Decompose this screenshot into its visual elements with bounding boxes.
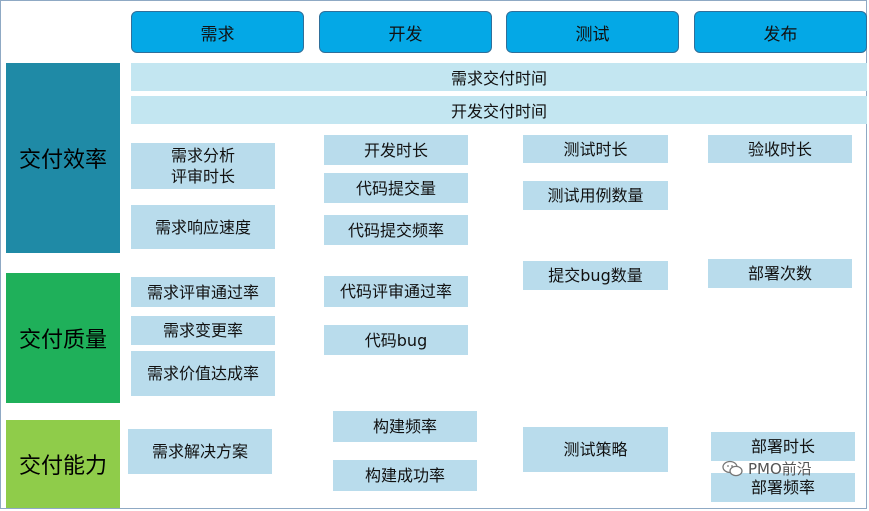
metric-build-frequency: 构建频率 <box>333 411 477 442</box>
metric-requirement-review-pass-rate: 需求评审通过率 <box>131 277 275 307</box>
metric-line-1: 需求分析 <box>170 146 235 165</box>
metric-deployment-frequency: 部署频率 <box>711 473 855 502</box>
metric-submitted-bug-count: 提交bug数量 <box>523 261 668 290</box>
metric-requirement-change-rate: 需求变更率 <box>131 316 275 345</box>
wechat-icon <box>722 460 743 476</box>
metric-requirement-response-speed: 需求响应速度 <box>131 205 275 249</box>
metric-code-commit-frequency: 代码提交频率 <box>324 215 468 245</box>
metric-code-review-pass-rate: 代码评审通过率 <box>324 276 468 307</box>
metric-test-strategy: 测试策略 <box>523 427 668 472</box>
phase-development: 开发 <box>319 11 492 53</box>
watermark: PMO前沿 <box>722 458 812 479</box>
metric-test-duration: 测试时长 <box>523 135 668 163</box>
metric-code-bug: 代码bug <box>324 325 468 355</box>
metric-deployment-count: 部署次数 <box>708 259 852 288</box>
metric-code-commit-volume: 代码提交量 <box>324 173 468 203</box>
metric-build-success-rate: 构建成功率 <box>333 460 477 491</box>
phase-release: 发布 <box>694 11 867 53</box>
metric-test-case-count: 测试用例数量 <box>523 181 668 210</box>
metric-requirement-solution: 需求解决方案 <box>128 429 272 474</box>
category-delivery-efficiency: 交付效率 <box>6 63 120 253</box>
category-delivery-quality: 交付质量 <box>6 273 120 403</box>
phase-testing: 测试 <box>506 11 679 53</box>
metric-deployment-duration: 部署时长 <box>711 432 855 461</box>
bar-requirement-delivery-time: 需求交付时间 <box>131 63 867 91</box>
phase-requirement: 需求 <box>131 11 304 53</box>
bar-development-delivery-time: 开发交付时间 <box>131 96 867 124</box>
metric-acceptance-duration: 验收时长 <box>708 135 852 163</box>
watermark-text: PMO前沿 <box>748 460 812 478</box>
metric-requirement-analysis-review-duration: 需求分析 评审时长 <box>131 143 275 189</box>
metric-development-duration: 开发时长 <box>324 135 468 165</box>
metric-line-2: 评审时长 <box>170 167 235 186</box>
metric-requirement-value-achievement-rate: 需求价值达成率 <box>131 351 275 396</box>
category-delivery-capability: 交付能力 <box>6 420 120 508</box>
